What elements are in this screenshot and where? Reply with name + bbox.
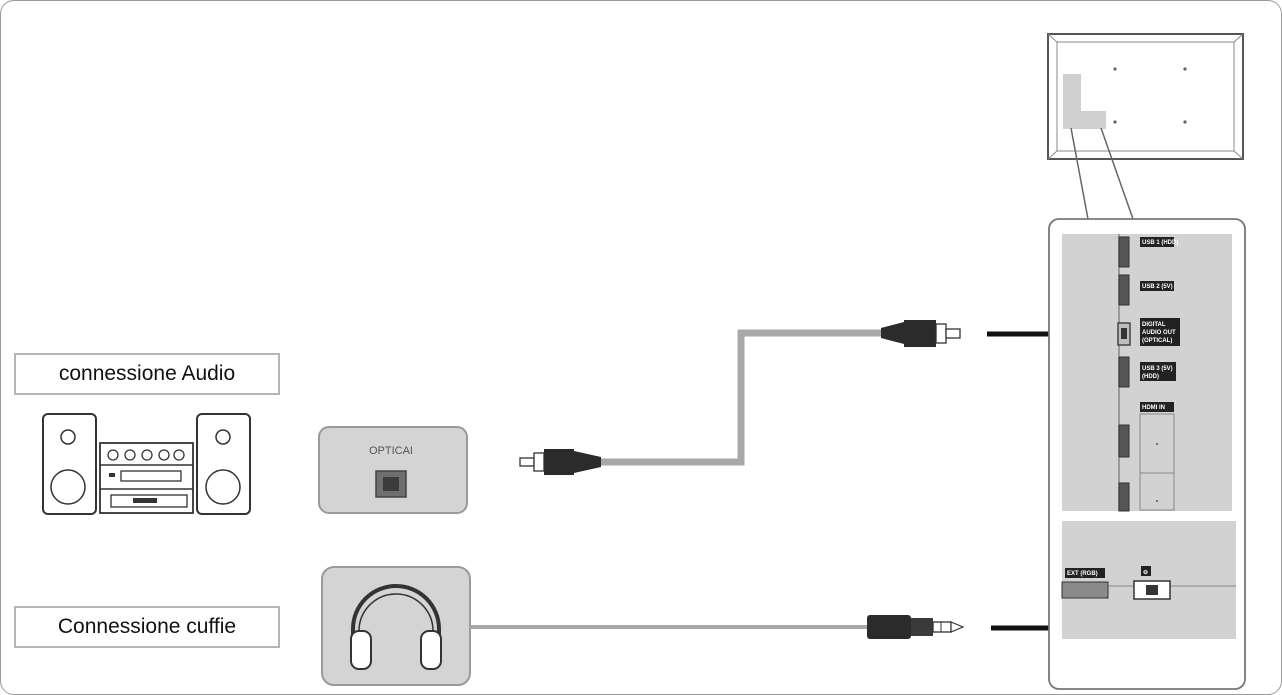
digital-audio-out-line2: AUDIO OUT — [1142, 330, 1176, 336]
optical-label: OPTICAI — [369, 445, 413, 457]
headphone-port-symbol: ⊖ — [1143, 570, 1148, 576]
digital-audio-out-line3: (OPTICAL) — [1142, 338, 1172, 344]
stereo-system-icon — [42, 413, 251, 515]
optical-cable — [519, 320, 961, 475]
headphones-panel — [321, 566, 471, 686]
optical-port-panel: OPTICAI — [318, 426, 468, 514]
usb3-label-line1: USB 3 (5V) — [1142, 366, 1173, 372]
headphones-icon — [350, 584, 442, 670]
ext-rgb-label: EXT (RGB) — [1067, 571, 1098, 577]
usb1-label: USB 1 (HDD) — [1142, 240, 1178, 246]
zoom-line-right — [1100, 127, 1134, 220]
hdmi-in-label: HDMI IN — [1142, 405, 1165, 411]
usb3-label-line2: (HDD) — [1142, 374, 1159, 380]
tv-side-panel: USB 1 (HDD) USB 2 (5V) DIGITAL AUDIO OUT… — [1048, 218, 1246, 690]
digital-audio-out-line1: DIGITAL — [1142, 322, 1166, 328]
audio-connection-label: connessione Audio — [14, 353, 280, 395]
zoom-line-left — [1070, 127, 1089, 220]
usb2-label: USB 2 (5V) — [1142, 284, 1173, 290]
headphone-cable — [470, 615, 965, 639]
headphone-connection-label: Connessione cuffie — [14, 606, 280, 648]
tv-back-thumbnail — [1047, 33, 1244, 160]
